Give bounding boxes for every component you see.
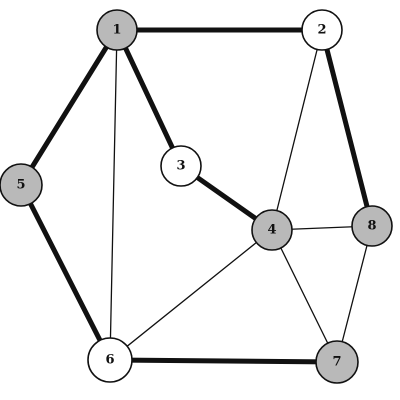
node-circle xyxy=(351,205,393,247)
node-2: 2 xyxy=(301,9,343,51)
node-circle xyxy=(96,9,138,51)
node-label: 4 xyxy=(267,223,276,238)
edge-6-7 xyxy=(107,357,340,365)
node-label: 1 xyxy=(112,23,121,38)
edge-4-7 xyxy=(271,229,338,363)
edges-layer xyxy=(18,27,375,365)
node-4: 4 xyxy=(251,209,293,251)
node-6: 6 xyxy=(87,337,133,383)
node-label: 6 xyxy=(105,353,114,368)
node-1: 1 xyxy=(96,9,138,51)
node-circle xyxy=(87,337,133,383)
node-5: 5 xyxy=(0,163,43,207)
node-circle xyxy=(251,209,293,251)
node-8: 8 xyxy=(351,205,393,247)
node-circle xyxy=(0,163,43,207)
node-label: 3 xyxy=(176,159,185,174)
node-3: 3 xyxy=(160,145,202,187)
node-circle xyxy=(315,340,359,384)
edge-1-6 xyxy=(109,29,118,361)
node-label: 8 xyxy=(367,219,376,234)
node-circle xyxy=(301,9,343,51)
node-label: 5 xyxy=(16,178,25,193)
edge-5-6 xyxy=(18,182,113,363)
edge-8-7 xyxy=(336,225,373,363)
edge-1-3 xyxy=(114,27,184,169)
edge-2-8 xyxy=(319,27,375,229)
node-7: 7 xyxy=(315,340,359,384)
node-label: 7 xyxy=(332,355,341,370)
nodes-layer: 1 2 3 4 5 6 7 8 xyxy=(0,9,393,384)
edge-6-4 xyxy=(109,229,273,361)
node-label: 2 xyxy=(317,23,326,38)
edge-2-4 xyxy=(271,29,323,231)
edge-1-5 xyxy=(18,27,120,188)
node-circle xyxy=(160,145,202,187)
